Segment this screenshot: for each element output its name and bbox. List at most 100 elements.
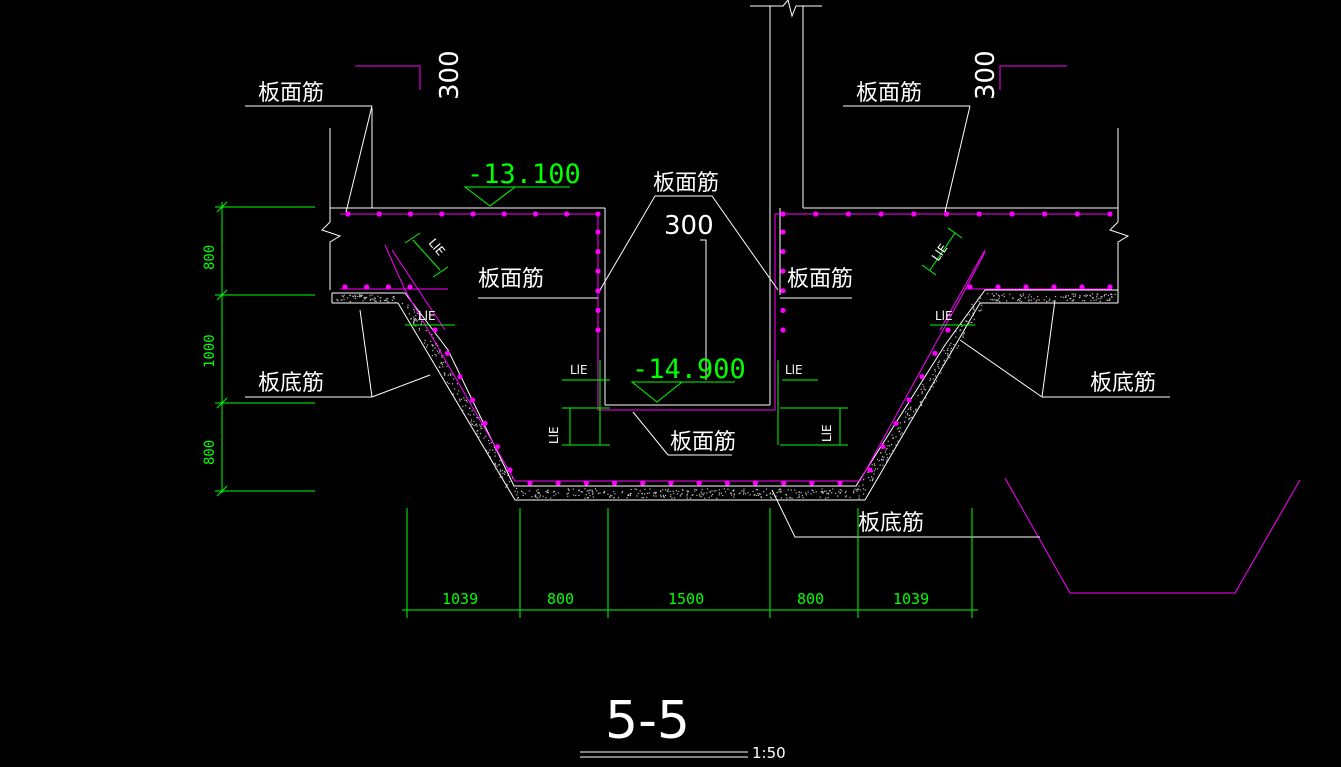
hatch-speck [670, 491, 671, 492]
rebar-dot [482, 421, 487, 426]
hatch-speck [1097, 294, 1098, 295]
hatch-speck [882, 456, 883, 457]
hatch-speck [461, 399, 462, 400]
elevation-top: -13.100 [467, 159, 581, 190]
hatch-speck [352, 296, 353, 297]
hatch-speck [681, 493, 682, 494]
dim-hook-300-center: 300 [664, 211, 714, 241]
hatch-speck [630, 495, 631, 496]
hatch-speck [374, 297, 375, 298]
anchorage-label-6: LlE [785, 363, 803, 377]
hatch-speck [760, 494, 761, 495]
hatch-speck [376, 301, 377, 302]
hatch-speck [1111, 297, 1112, 298]
hatch-speck [495, 468, 496, 469]
hatch-speck [859, 498, 860, 499]
hatch-speck [696, 495, 697, 496]
rebar-dot [944, 211, 949, 216]
hatch-speck [925, 397, 926, 398]
hatch-speck [640, 490, 641, 491]
hatch-speck [780, 489, 781, 490]
hatch-speck [459, 400, 460, 401]
hatch-speck [642, 493, 643, 494]
hatch-speck [915, 410, 916, 411]
rebar-dot [595, 249, 600, 254]
hatch-speck [469, 408, 470, 409]
hatch-speck [495, 464, 496, 465]
anchorage-label-5: LlE [570, 363, 588, 377]
hatch-speck [488, 452, 489, 453]
hatch-speck [587, 490, 588, 491]
hatch-speck [921, 393, 922, 394]
hatch-speck [949, 345, 950, 346]
hatch-speck [874, 470, 875, 471]
hatch-speck [426, 346, 427, 347]
hatch-speck [377, 296, 378, 297]
hatch-speck [476, 424, 477, 425]
hatch-speck [1068, 295, 1069, 296]
rebar-dot [780, 288, 785, 293]
hatch-speck [668, 489, 669, 490]
hatch-speck [673, 491, 674, 492]
hatch-speck [504, 471, 505, 472]
hatch-speck [545, 497, 546, 498]
hatch-speck [1036, 301, 1037, 302]
hatch-speck [716, 498, 717, 499]
hatch-speck [567, 496, 568, 497]
hatch-speck [910, 409, 911, 410]
hatch-speck [786, 497, 787, 498]
label-slab-bottom-rebar-pit: 板底筋 [858, 511, 924, 536]
hatch-speck [471, 420, 472, 421]
hatch-speck [673, 493, 674, 494]
hatch-speck [609, 496, 610, 497]
hatch-speck [829, 490, 830, 491]
hatch-speck [477, 433, 478, 434]
hatch-speck [857, 491, 858, 492]
hatch-speck [548, 492, 549, 493]
rebar-dot [439, 211, 444, 216]
rebar-lines [340, 66, 1300, 593]
hatch-speck [495, 449, 496, 450]
dim-bottom-800-left: 800 [547, 590, 574, 608]
hatch-speck [538, 489, 539, 490]
hatch-speck [856, 489, 857, 490]
hatch-speck [901, 432, 902, 433]
hatch-speck [518, 497, 519, 498]
hatch-speck [388, 301, 389, 302]
hatch-speck [592, 492, 593, 493]
hatch-speck [798, 497, 799, 498]
hatch-speck [426, 330, 427, 331]
hatch-speck [909, 418, 910, 419]
label-slab-bottom-rebar-left: 板底筋 [258, 371, 324, 396]
hatch-speck [568, 493, 569, 494]
hatch-speck [1018, 299, 1019, 300]
hatch-speck [1109, 299, 1110, 300]
hatch-speck [933, 378, 934, 379]
hatch-speck [464, 400, 465, 401]
hatch-speck [929, 389, 930, 390]
hatch-speck [536, 490, 537, 491]
hatch-speck [757, 489, 758, 490]
hatch-speck [596, 490, 597, 491]
hatch-speck [690, 498, 691, 499]
hatch-speck [636, 489, 637, 490]
hatch-speck [863, 494, 864, 495]
hatch-speck [704, 498, 705, 499]
hatch-speck [958, 345, 959, 346]
hatch-speck [971, 322, 972, 323]
hatch-speck [924, 389, 925, 390]
hatch-speck [413, 317, 414, 318]
hatch-speck [550, 498, 551, 499]
hatch-speck [879, 460, 880, 461]
hatch-speck [613, 491, 614, 492]
hatch-speck [779, 489, 780, 490]
hatch-speck [350, 295, 351, 296]
rebar-dot [867, 467, 872, 472]
hatch-speck [886, 449, 887, 450]
hatch-speck [892, 450, 893, 451]
hatch-speck [987, 293, 988, 294]
hatch-speck [545, 491, 546, 492]
hatch-speck [806, 494, 807, 495]
